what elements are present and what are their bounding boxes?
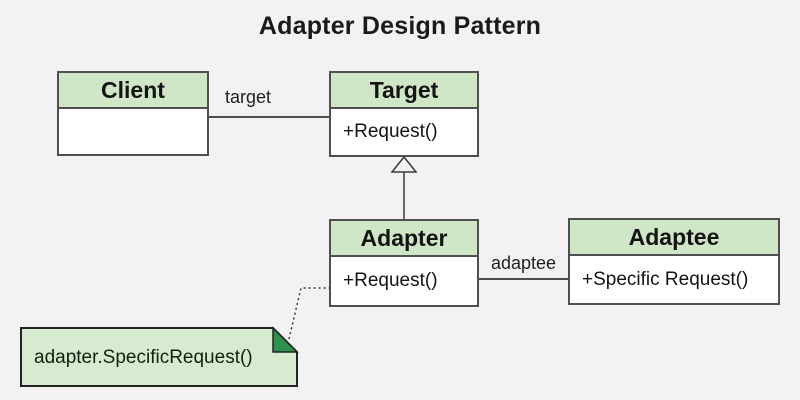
association-label-target: target — [224, 87, 272, 107]
class-client: Client — [57, 71, 209, 156]
inheritance-triangle-icon — [390, 155, 418, 173]
class-target-name: Target — [331, 73, 477, 109]
note-text: adapter.SpecificRequest() — [34, 347, 253, 368]
class-adaptee: Adaptee +Specific Request() — [568, 218, 780, 305]
class-target-member: +Request() — [343, 121, 438, 142]
class-adapter: Adapter +Request() — [329, 219, 479, 307]
association-label-adaptee: adaptee — [490, 253, 557, 273]
class-client-name: Client — [59, 73, 207, 109]
class-target: Target +Request() — [329, 71, 479, 157]
class-adaptee-member: +Specific Request() — [582, 268, 749, 290]
class-adaptee-name: Adaptee — [570, 220, 778, 256]
class-client-body — [59, 109, 207, 154]
class-adapter-member: +Request() — [343, 270, 438, 291]
class-adapter-name: Adapter — [331, 221, 477, 257]
diagram-title: Adapter Design Pattern — [258, 12, 542, 40]
